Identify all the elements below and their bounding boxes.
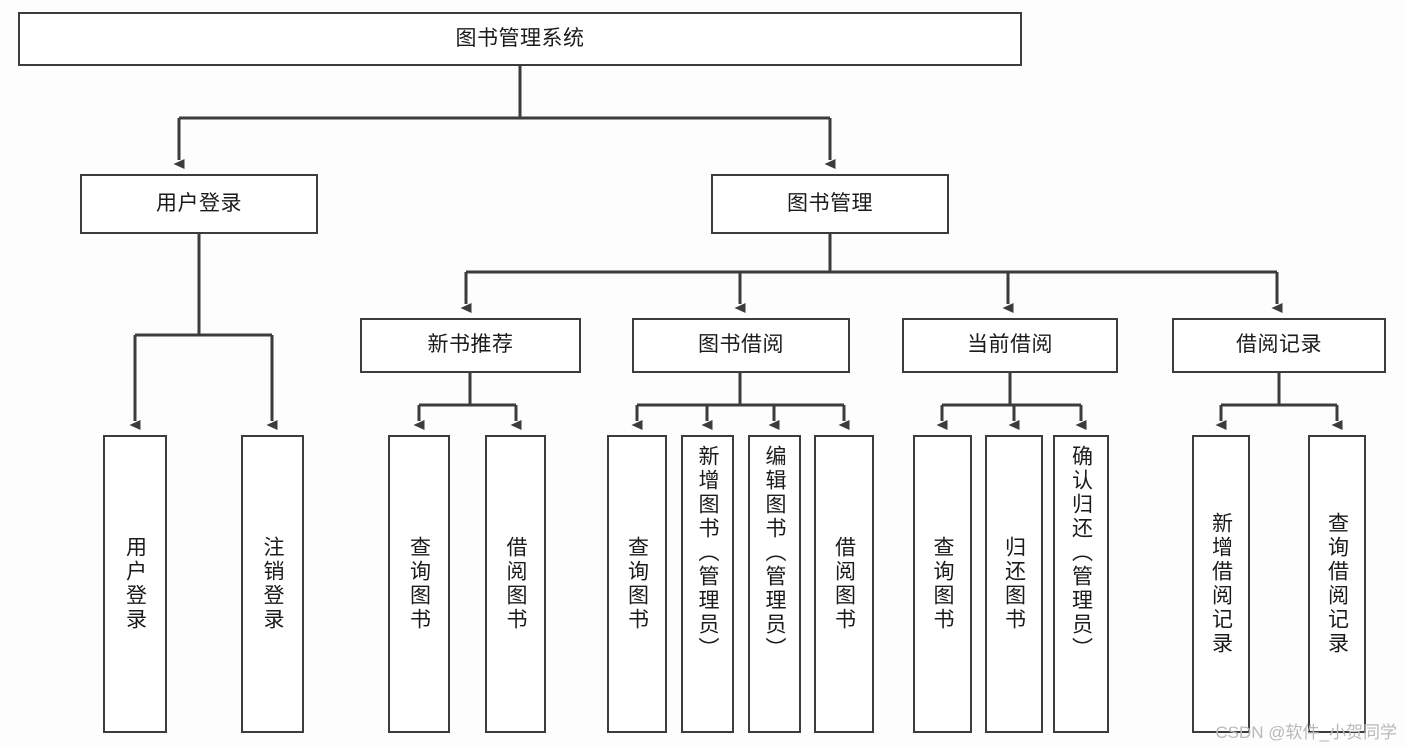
node-borrow-record[interactable]: 借阅记录	[1172, 318, 1386, 373]
node-label: 新增图书（管理员）	[696, 445, 719, 661]
leaf-query-book-borrow[interactable]: 查询图书	[607, 435, 667, 733]
leaf-borrow-book-recommend[interactable]: 借阅图书	[485, 435, 546, 733]
node-label: 图书借阅	[698, 333, 784, 357]
leaf-user-login[interactable]: 用户登录	[103, 435, 167, 733]
node-label: 确认归还（管理员）	[1069, 445, 1093, 661]
leaf-return-book[interactable]: 归还图书	[985, 435, 1043, 733]
leaf-query-book-current[interactable]: 查询图书	[913, 435, 972, 733]
leaf-borrow-book[interactable]: 借阅图书	[814, 435, 874, 733]
node-label: 图书管理系统	[455, 26, 585, 50]
node-label: 查询图书	[931, 536, 954, 632]
node-new-book-recommend[interactable]: 新书推荐	[360, 318, 581, 373]
node-label: 注销登录	[261, 536, 284, 632]
node-label: 用户登录	[123, 536, 147, 632]
node-label: 查询图书	[407, 536, 431, 632]
node-label: 新书推荐	[427, 333, 514, 357]
watermark: CSDN @软件_小贺同学	[1215, 723, 1397, 742]
leaf-add-book-admin[interactable]: 新增图书（管理员）	[681, 435, 734, 733]
node-label: 借阅图书	[832, 536, 856, 632]
node-label: 查询借阅记录	[1325, 512, 1349, 656]
node-label: 新增借阅记录	[1209, 512, 1233, 656]
leaf-edit-book-admin[interactable]: 编辑图书（管理员）	[748, 435, 801, 733]
leaf-query-borrow-record[interactable]: 查询借阅记录	[1308, 435, 1366, 733]
node-current-borrow[interactable]: 当前借阅	[902, 318, 1118, 373]
node-label: 用户登录	[156, 191, 242, 215]
node-root[interactable]: 图书管理系统	[18, 12, 1022, 66]
leaf-query-book-recommend[interactable]: 查询图书	[388, 435, 450, 733]
node-label: 当前借阅	[967, 333, 1053, 357]
leaf-logout-login[interactable]: 注销登录	[241, 435, 304, 733]
node-label: 归还图书	[1002, 536, 1026, 632]
node-book-management[interactable]: 图书管理	[711, 174, 949, 234]
node-user-login[interactable]: 用户登录	[80, 174, 318, 234]
node-label: 借阅图书	[504, 536, 527, 632]
node-label: 编辑图书（管理员）	[763, 445, 786, 661]
node-label: 图书管理	[787, 191, 873, 215]
leaf-confirm-return-admin[interactable]: 确认归还（管理员）	[1053, 435, 1109, 733]
node-book-borrow[interactable]: 图书借阅	[632, 318, 850, 373]
leaf-add-borrow-record[interactable]: 新增借阅记录	[1192, 435, 1250, 733]
node-label: 查询图书	[625, 536, 649, 632]
node-label: 借阅记录	[1236, 333, 1322, 357]
